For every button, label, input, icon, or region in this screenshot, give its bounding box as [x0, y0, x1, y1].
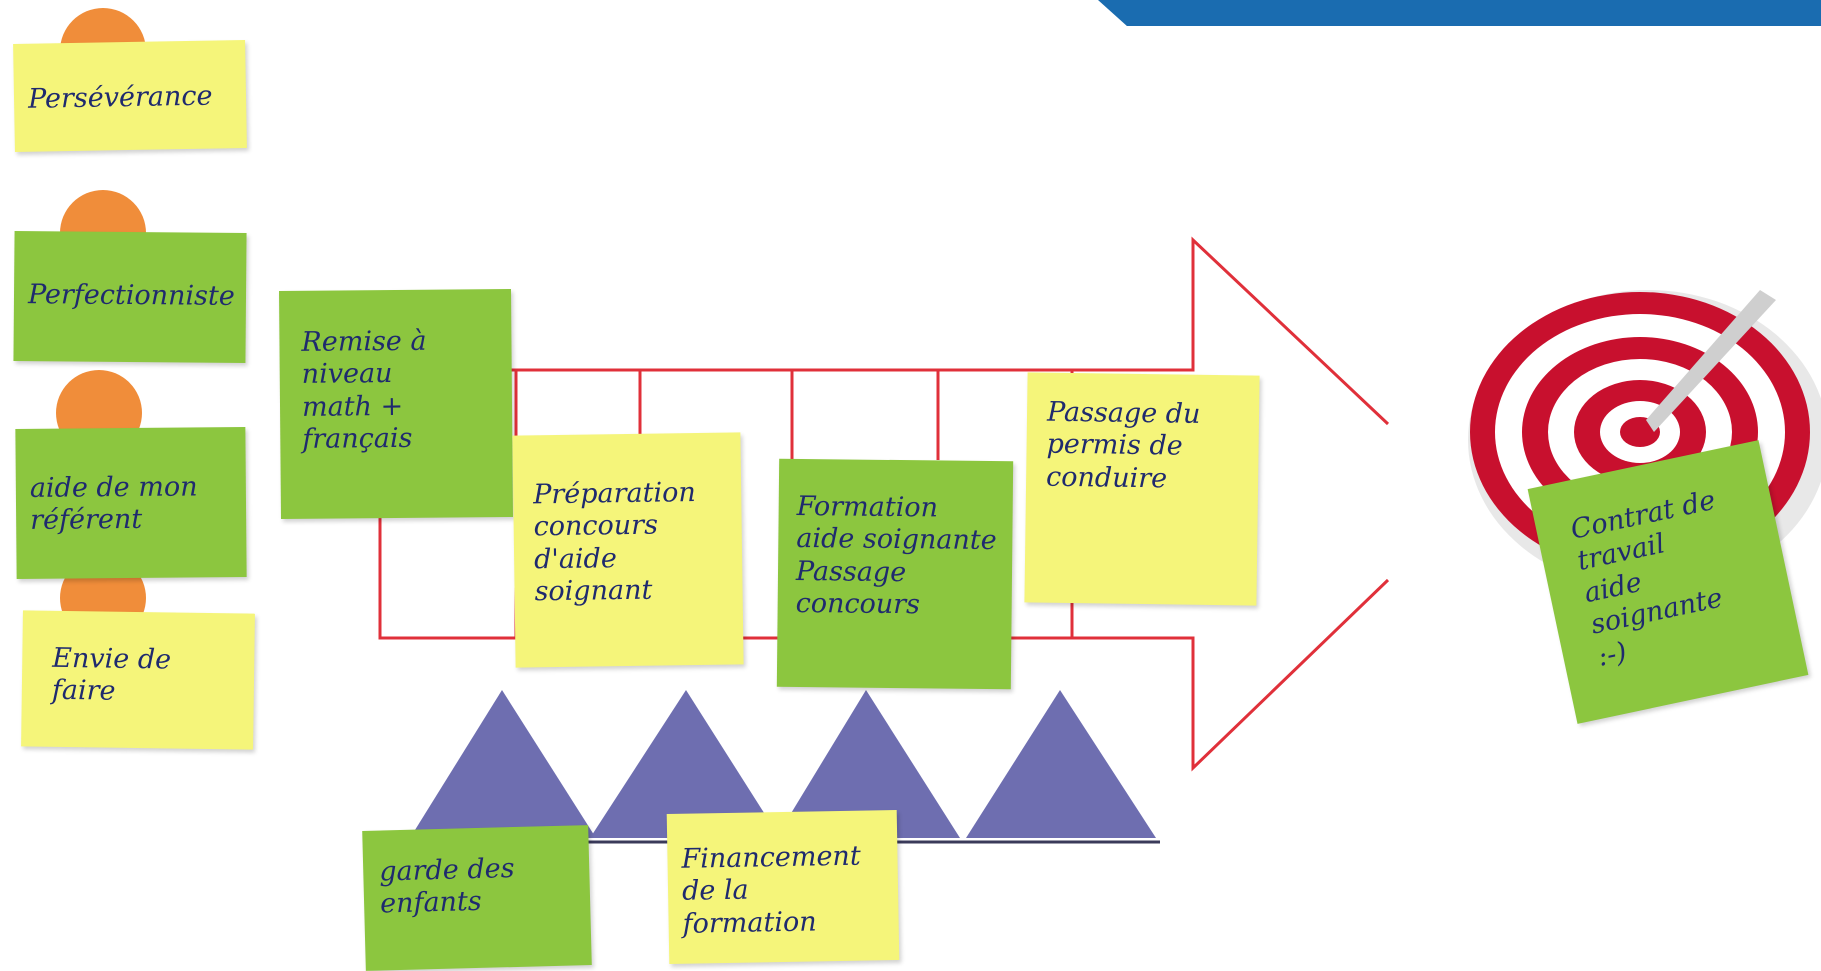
obstacle-triangle	[966, 690, 1156, 838]
obstacle-triangle	[776, 690, 960, 838]
note-financement: Financement de la formation	[666, 810, 900, 964]
note-preparation-concours: Préparation concours d'aide soignant	[512, 432, 744, 668]
top-banner	[1098, 0, 1821, 26]
note-envie: Envie de faire	[21, 610, 255, 750]
note-formation-aide-soignante: Formation aide soignante Passage concour…	[776, 458, 1014, 690]
obstacle-triangle	[590, 690, 780, 838]
obstacle-triangle	[410, 690, 596, 838]
note-aide-referent: aide de mon référent	[15, 426, 247, 580]
note-passage-permis: Passage du permis de conduire	[1024, 372, 1260, 606]
note-perseverance: Persévérance	[13, 39, 247, 153]
note-garde-enfants: garde des enfants	[362, 825, 592, 971]
note-perfectionniste: Perfectionniste	[13, 230, 247, 364]
note-contrat-travail: Contrat de travail aide soignante :-)	[1527, 440, 1809, 724]
note-remise-a-niveau: Remise à niveau math + français	[279, 288, 513, 520]
